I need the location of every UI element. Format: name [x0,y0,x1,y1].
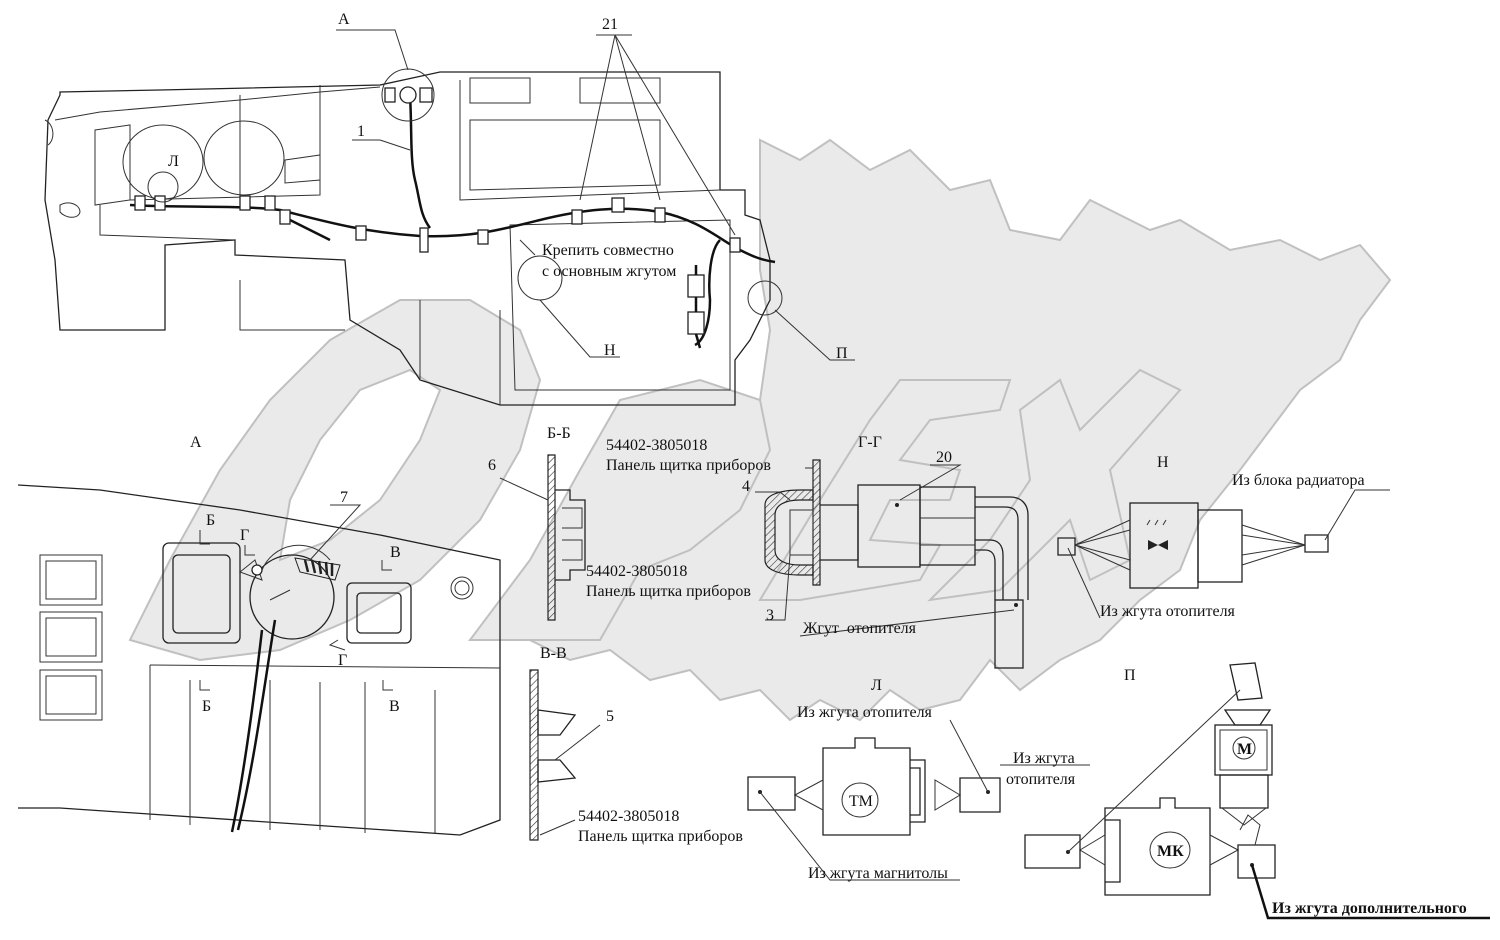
section-BB [499,454,586,621]
label-callout-N: Н [604,342,616,359]
label-section-B-top: Б [206,512,215,529]
label-part-3-name: Панель щитка приборов [578,828,743,845]
label-from-radio: Из жгута магнитолы [808,865,948,882]
label-callout-20: 20 [936,449,952,466]
label-tm: ТМ [849,793,873,810]
section-GG [755,459,1029,669]
view-L-relay [747,719,1001,881]
label-callout-6: 6 [488,457,496,474]
label-from-heater-L: Из жгута отопителя [797,704,933,721]
label-view-N: Н [1157,454,1169,471]
label-from-radiator: Из блока радиатора [1232,472,1365,489]
label-m: М [1237,741,1252,758]
label-note-mount: Крепить совместно [542,242,674,259]
label-callout-4: 4 [742,478,750,495]
label-callout-21: 21 [602,16,618,33]
view-P-relay [1000,662,1490,920]
label-section-G-top: Г [240,527,249,544]
view-N-relay [1057,489,1390,619]
label-view-A: А [190,434,202,451]
label-callout-P: П [836,345,848,362]
label-mk: МК [1157,843,1184,860]
harness-clips [134,195,741,253]
label-from-heater-N: Из жгута отопителя [1100,603,1236,620]
section-VV [529,669,601,841]
label-section-BB: Б-Б [547,425,571,442]
label-part-1-num: 54402-3805018 [606,437,707,454]
label-callout-5: 5 [606,708,614,725]
diagram-labels: А 21 1 Л Крепить совместно с основным жг… [168,11,1467,917]
watermark [128,138,1392,722]
label-part-1-name: Панель щитка приборов [606,457,771,474]
label-section-G-bottom: Г [338,652,347,669]
label-heater-harness: Жгут отопителя [803,620,917,637]
label-callout-L-top: Л [168,153,179,170]
label-part-3-num: 54402-3805018 [578,808,679,825]
label-callout-3: 3 [766,607,774,624]
label-callout-A-top: А [338,11,350,28]
label-from-heater-P1: Из жгута [1013,750,1075,767]
view-A-panel [17,484,501,836]
label-section-GG: Г-Г [858,434,882,451]
label-from-heater-P2: отопителя [1006,771,1076,788]
label-section-VV: В-В [540,645,567,662]
dashboard-top-view [44,29,855,406]
label-callout-7: 7 [340,489,348,506]
label-section-V-top: В [390,544,401,561]
label-view-P: П [1124,667,1136,684]
label-section-B-bottom: Б [202,698,211,715]
label-from-additional: Из жгута дополнительного [1272,900,1467,917]
label-part-2-name: Панель щитка приборов [586,583,751,600]
label-part-2-num: 54402-3805018 [586,563,687,580]
label-view-L: Л [871,677,882,694]
label-note-mount-2: с основным жгутом [542,263,676,280]
label-callout-1: 1 [357,123,365,140]
label-section-V-bottom: В [389,698,400,715]
